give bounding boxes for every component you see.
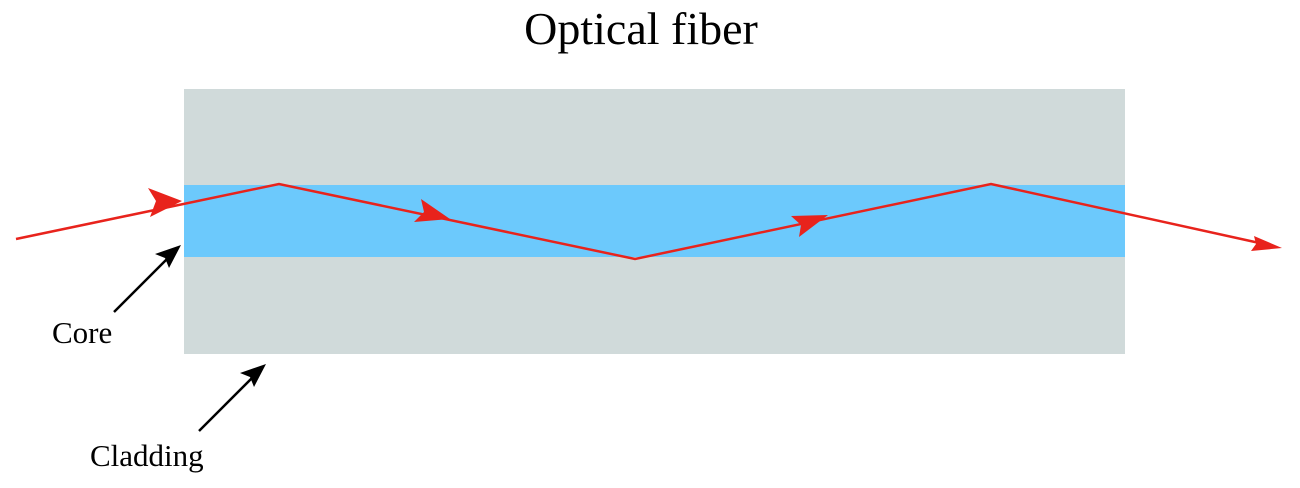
ray-exit-arrowhead <box>1251 236 1282 251</box>
core-pointer-line <box>113 255 171 313</box>
light-ray <box>15 182 1265 261</box>
core-label: Core <box>52 315 112 350</box>
core-pointer-arrowhead <box>155 245 181 268</box>
ray-direction-arrow-3 <box>791 215 828 237</box>
cladding-pointer-arrowhead <box>240 364 266 387</box>
cladding-pointer-line <box>198 374 256 432</box>
cladding-label: Cladding <box>90 438 204 473</box>
ray-direction-arrow-1 <box>148 188 182 217</box>
diagram-title: Optical fiber <box>524 3 758 54</box>
core <box>184 185 1125 257</box>
ray-direction-arrow-2 <box>414 199 450 222</box>
